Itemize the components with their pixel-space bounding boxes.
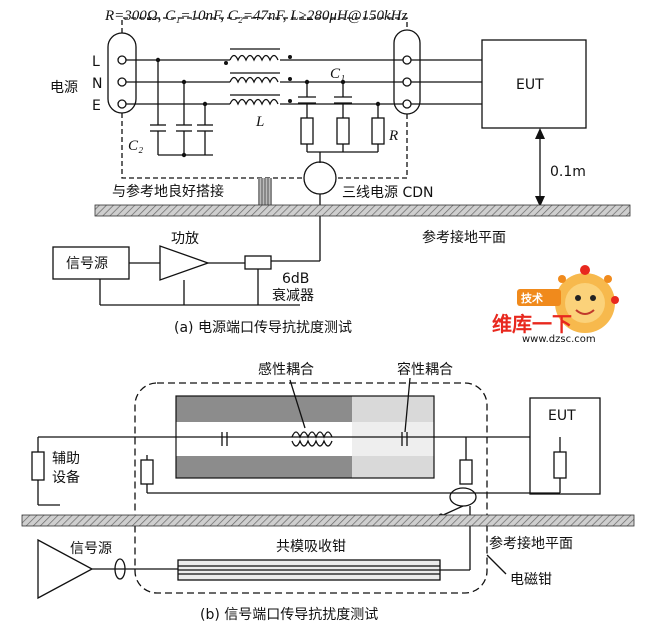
- watermark-text: 维库一下: [492, 312, 572, 336]
- amplifier-label: 功放: [171, 231, 199, 247]
- ground-plane-top: [94, 204, 631, 217]
- inductor-label: L: [255, 114, 264, 130]
- cdn-connector-right: [393, 29, 421, 115]
- watermark-badge: 技术: [521, 291, 543, 305]
- aux-label-2: 设备: [52, 469, 80, 486]
- bond-label: 与参考地良好搭接: [112, 183, 224, 200]
- ground-plane-bottom: [21, 514, 635, 527]
- eut-label-top: EUT: [516, 77, 544, 93]
- caption-top: (a) 电源端口传导抗扰度测试: [174, 320, 352, 336]
- coupling-enclosure: [134, 382, 488, 594]
- parameter-text: R=300Ω, C₁=10nF, C₂=47nF, L≥280μH@150kHz: [104, 8, 407, 24]
- c1-label: C₁: [330, 66, 345, 82]
- ground-plane-label-top: 参考接地平面: [422, 229, 506, 246]
- attenuator-label-1: 6dB: [282, 271, 309, 287]
- power-connector-left: [107, 32, 137, 114]
- aux-label-1: 辅助: [52, 451, 80, 467]
- common-mode-label: 共模吸收钳: [276, 539, 346, 555]
- line-e-label: E: [92, 98, 101, 114]
- line-n-label: N: [92, 76, 102, 92]
- capacitive-label: 容性耦合: [397, 361, 453, 378]
- eut-box-bottom: [529, 397, 601, 495]
- signal-source-triangle-bottom: [37, 538, 94, 600]
- watermark-logo: [517, 265, 619, 333]
- signal-source-label-top: 信号源: [66, 256, 108, 272]
- amplifier-triangle: [159, 245, 210, 281]
- bond-strap: [258, 178, 272, 210]
- power-label: 电源: [50, 80, 78, 96]
- eut-box-top: [481, 39, 587, 129]
- signal-source-label-bottom: 信号源: [70, 541, 112, 557]
- inductive-label: 感性耦合: [258, 361, 314, 378]
- distance-label: 0.1m: [550, 164, 586, 180]
- line-l-label: L: [92, 54, 100, 70]
- c2-label: C₂: [128, 138, 143, 154]
- watermark-url: www.dzsc.com: [522, 334, 596, 345]
- attenuator-label-2: 衰减器: [272, 287, 314, 304]
- eut-label-bottom: EUT: [548, 408, 576, 424]
- ground-plane-label-bottom: 参考接地平面: [489, 535, 573, 552]
- cdn-coupling-circle: [303, 161, 337, 195]
- attenuator-box: [244, 255, 272, 270]
- cdn-label: 三线电源 CDN: [342, 185, 433, 201]
- clamp-label: 电磁钳: [510, 572, 552, 588]
- caption-bottom: (b) 信号端口传导抗扰度测试: [200, 607, 378, 623]
- resistor-label: R: [388, 128, 398, 144]
